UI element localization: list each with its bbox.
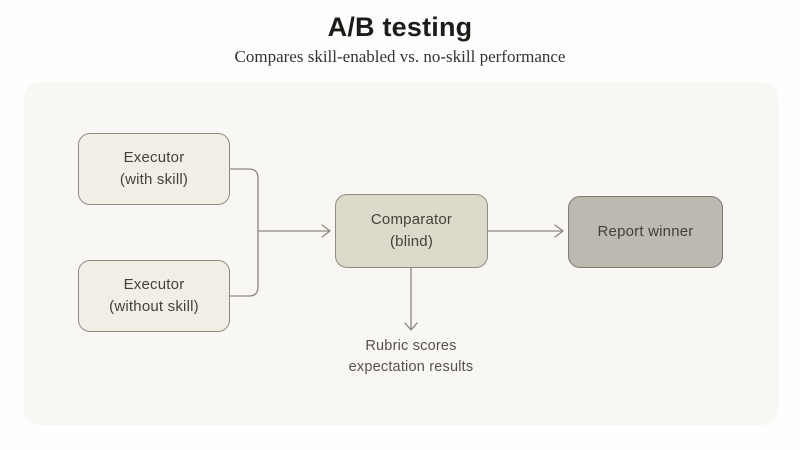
node-executor-with-skill: Executor (with skill): [78, 133, 230, 205]
node-report-winner: Report winner: [568, 196, 723, 268]
node-label: Comparator: [370, 211, 453, 229]
node-label: Report winner: [597, 223, 694, 241]
rubric-annotation: Rubric scores expectation results: [311, 336, 511, 378]
annotation-line: expectation results: [348, 359, 474, 376]
node-label: (blind): [389, 233, 434, 250]
node-comparator-blind: Comparator (blind): [335, 194, 488, 268]
node-label: (without skill): [109, 298, 199, 315]
node-executor-without-skill: Executor (without skill): [78, 260, 230, 332]
node-label: (with skill): [119, 171, 189, 188]
annotation-line: Rubric scores: [365, 338, 457, 354]
node-label: Executor: [123, 276, 185, 294]
page-title: A/B testing: [327, 12, 473, 42]
node-label: Executor: [123, 149, 185, 167]
page-subtitle: Compares skill-enabled vs. no-skill perf…: [234, 47, 566, 66]
